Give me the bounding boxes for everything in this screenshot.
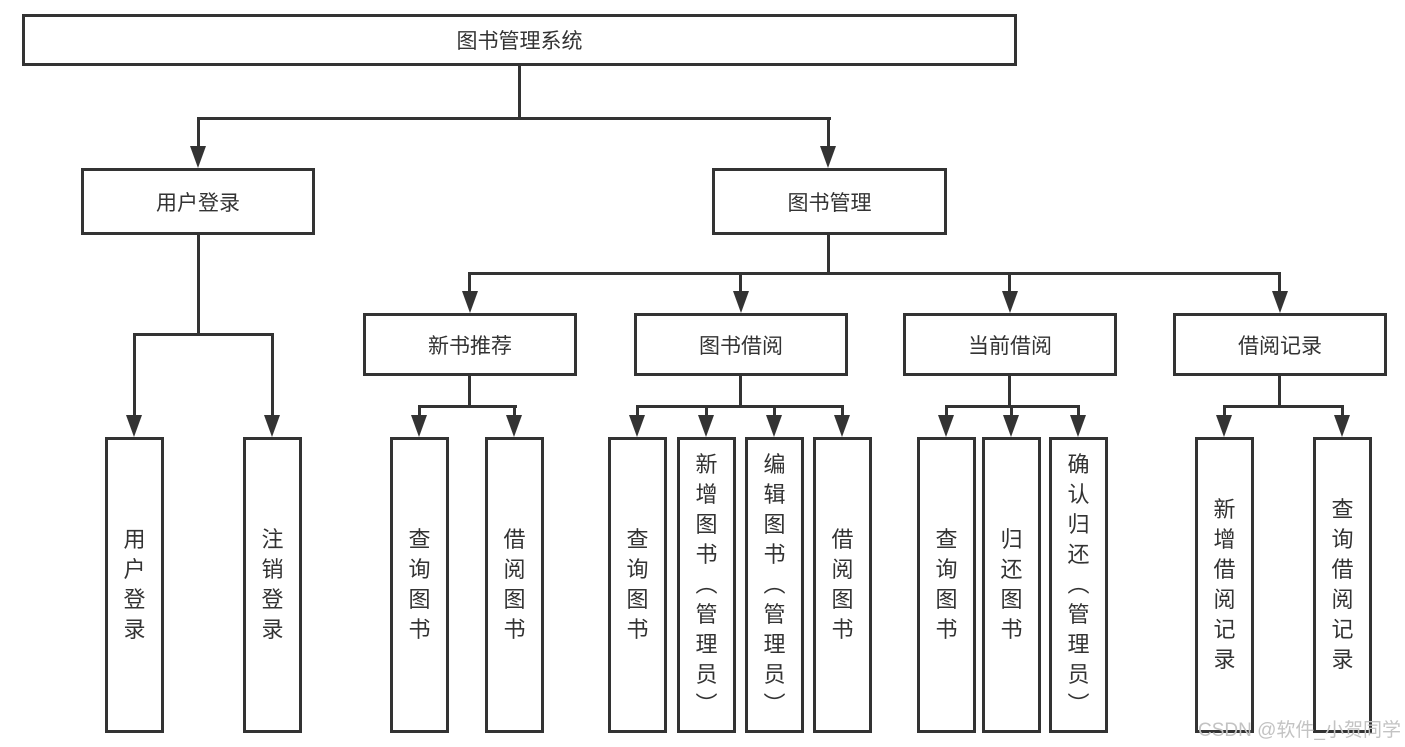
arrow-to-return-book [1003, 415, 1019, 437]
leaf-query-book-2: 查询图书 [608, 437, 667, 733]
connector-drop-leaf-logout [271, 333, 274, 421]
node-root: 图书管理系统 [22, 14, 1017, 66]
connector-drop-query-book-3 [945, 405, 948, 419]
arrow-to-leaf-user-login [126, 415, 142, 437]
connector-book-borrowing-stem [739, 376, 742, 407]
leaf-add-book-admin: 新增图书︵管理员︶ [677, 437, 736, 733]
leaf-edit-book-admin-label: 编辑图书︵管理员︶ [763, 452, 786, 717]
node-book-borrowing: 图书借阅 [634, 313, 848, 376]
connector-drop-query-book-1 [418, 405, 421, 419]
arrow-to-query-book-2 [629, 415, 645, 437]
connector-drop-book-management [827, 117, 830, 149]
node-borrowing-records-label: 借阅记录 [1238, 334, 1322, 358]
arrow-to-borrowing-records [1272, 291, 1288, 313]
connector-drop-confirm-return [1077, 405, 1080, 419]
leaf-return-book-label: 归还图书 [1000, 527, 1023, 642]
arrow-to-add-record [1216, 415, 1232, 437]
node-user-login: 用户登录 [81, 168, 315, 235]
arrow-to-leaf-logout [264, 415, 280, 437]
connector-drop-current-borrowing [1008, 272, 1011, 296]
connector-drop-leaf-user-login [133, 333, 136, 421]
leaf-query-borrow-record-label: 查询借阅记录 [1331, 497, 1354, 672]
leaf-edit-book-admin: 编辑图书︵管理员︶ [745, 437, 804, 733]
leaf-query-book-1-label: 查询图书 [408, 527, 431, 642]
node-borrowing-records: 借阅记录 [1173, 313, 1387, 376]
arrow-to-query-book-3 [938, 415, 954, 437]
connector-new-book-bar [418, 405, 517, 408]
leaf-query-book-2-label: 查询图书 [626, 527, 649, 642]
arrow-to-query-record [1334, 415, 1350, 437]
connector-book-borrowing-bar [636, 405, 844, 408]
arrow-to-edit-book [766, 415, 782, 437]
connector-drop-book-borrowing [739, 272, 742, 296]
connector-drop-new-book [468, 272, 471, 296]
node-current-borrowing-label: 当前借阅 [968, 334, 1052, 358]
connector-new-book-stem [468, 376, 471, 407]
arrow-to-current-borrowing [1002, 291, 1018, 313]
connector-drop-borrowing-records [1278, 272, 1281, 296]
csdn-watermark: CSDN @软件_小贺同学 [1198, 720, 1401, 741]
arrow-to-new-book [462, 291, 478, 313]
arrow-to-add-book [698, 415, 714, 437]
connector-drop-borrow-book-1 [513, 405, 516, 419]
leaf-user-login-label: 用户登录 [123, 527, 146, 642]
leaf-borrow-book-2-label: 借阅图书 [831, 527, 854, 642]
arrow-to-book-borrowing [733, 291, 749, 313]
arrow-to-confirm-return [1070, 415, 1086, 437]
leaf-borrow-book-1-label: 借阅图书 [503, 527, 526, 642]
leaf-add-borrow-record-label: 新增借阅记录 [1213, 497, 1236, 672]
connector-drop-return-book [1010, 405, 1013, 419]
node-book-management: 图书管理 [712, 168, 947, 235]
connector-drop-add-record [1223, 405, 1226, 419]
node-book-management-label: 图书管理 [787, 191, 872, 215]
leaf-confirm-return-admin-label: 确认归还︵管理员︶ [1067, 452, 1090, 717]
node-current-borrowing: 当前借阅 [903, 313, 1117, 376]
leaf-user-login: 用户登录 [105, 437, 164, 733]
connector-drop-add-book [705, 405, 708, 419]
leaf-query-book-1: 查询图书 [390, 437, 449, 733]
node-root-label: 图书管理系统 [456, 30, 583, 53]
leaf-logout: 注销登录 [243, 437, 302, 733]
connector-current-borrowing-stem [1008, 376, 1011, 407]
connector-drop-query-record [1341, 405, 1344, 419]
leaf-borrow-book-2: 借阅图书 [813, 437, 872, 733]
connector-user-login-stem [197, 235, 200, 335]
leaf-logout-label: 注销登录 [261, 527, 284, 642]
leaf-borrow-book-1: 借阅图书 [485, 437, 544, 733]
leaf-query-book-3: 查询图书 [917, 437, 976, 733]
arrow-to-user-login [190, 146, 206, 168]
arrow-to-book-management [820, 146, 836, 168]
node-book-borrowing-label: 图书借阅 [699, 334, 783, 358]
arrow-to-borrow-book-2 [834, 415, 850, 437]
node-new-book-recommend: 新书推荐 [363, 313, 577, 376]
connector-user-login-bar [133, 333, 274, 336]
leaf-add-book-admin-label: 新增图书︵管理员︶ [695, 452, 718, 717]
leaf-query-book-3-label: 查询图书 [935, 527, 958, 642]
leaf-return-book: 归还图书 [982, 437, 1041, 733]
node-new-book-recommend-label: 新书推荐 [428, 334, 512, 358]
connector-book-management-stem [827, 235, 830, 275]
connector-level2-bar [197, 117, 831, 120]
node-user-login-label: 用户登录 [156, 191, 240, 215]
connector-drop-query-book-2 [636, 405, 639, 419]
connector-borrowing-records-bar [1223, 405, 1344, 408]
connector-borrowing-records-stem [1278, 376, 1281, 407]
leaf-add-borrow-record: 新增借阅记录 [1195, 437, 1254, 733]
leaf-query-borrow-record: 查询借阅记录 [1313, 437, 1372, 733]
connector-level3-bar [468, 272, 1281, 275]
arrow-to-borrow-book-1 [506, 415, 522, 437]
connector-drop-borrow-book-2 [841, 405, 844, 419]
connector-drop-user-login [197, 117, 200, 149]
connector-root-stem [518, 66, 521, 120]
connector-drop-edit-book [773, 405, 776, 419]
leaf-confirm-return-admin: 确认归还︵管理员︶ [1049, 437, 1108, 733]
arrow-to-query-book-1 [411, 415, 427, 437]
